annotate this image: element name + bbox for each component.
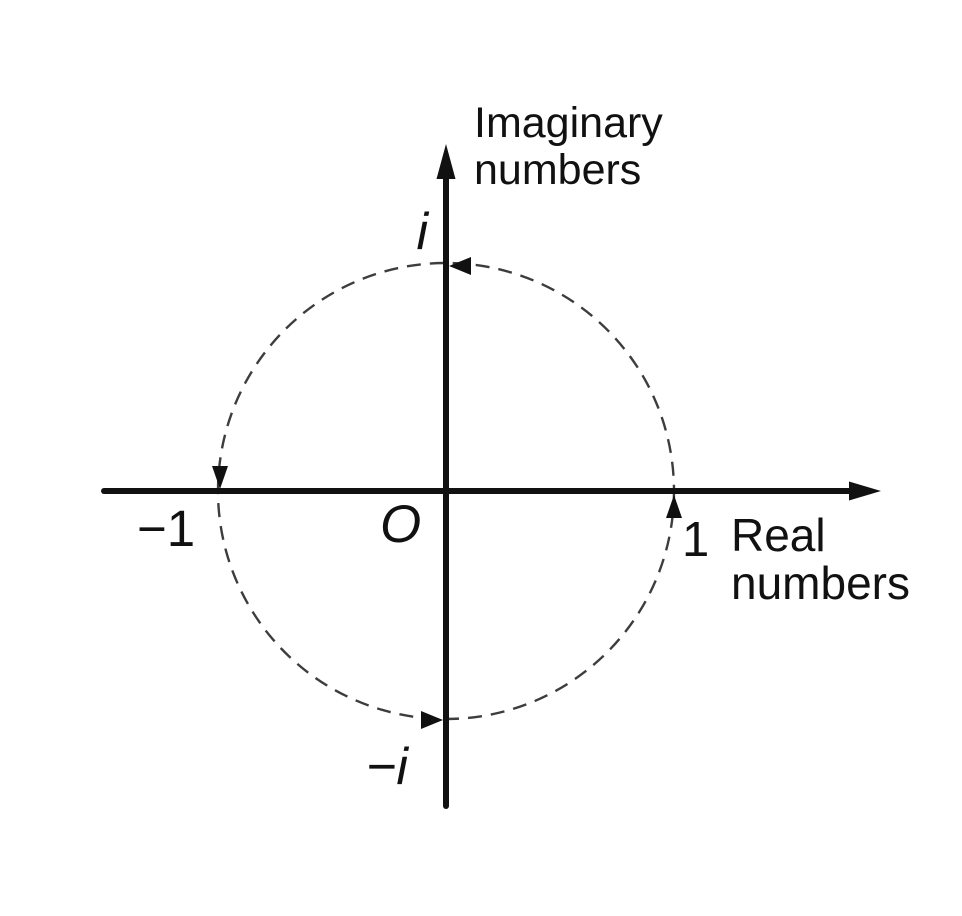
imaginary-axis-label: Imaginary numbers	[474, 99, 663, 195]
rotation-arrow-bottom-icon	[421, 711, 443, 729]
point-label-i: i	[416, 203, 428, 261]
point-label-neg-one: −1	[137, 500, 196, 557]
imaginary-axis-label-line2: numbers	[474, 146, 642, 195]
real-axis-label-line1: Real	[731, 509, 826, 561]
rotation-arrow-left-icon	[212, 466, 228, 489]
real-axis-label-line2: numbers	[731, 556, 910, 609]
real-axis-label: Real numbers	[731, 509, 910, 609]
origin-label: O	[380, 495, 422, 554]
point-label-neg-i: −i	[366, 738, 408, 796]
rotation-arrow-right-icon	[666, 495, 682, 518]
imaginary-axis-label-line1: Imaginary	[474, 99, 663, 147]
point-label-one: 1	[682, 513, 710, 567]
rotation-arrow-top-icon	[449, 257, 471, 275]
real-axis-arrowhead-icon	[849, 481, 881, 501]
imaginary-axis-arrowhead-icon	[436, 144, 456, 179]
